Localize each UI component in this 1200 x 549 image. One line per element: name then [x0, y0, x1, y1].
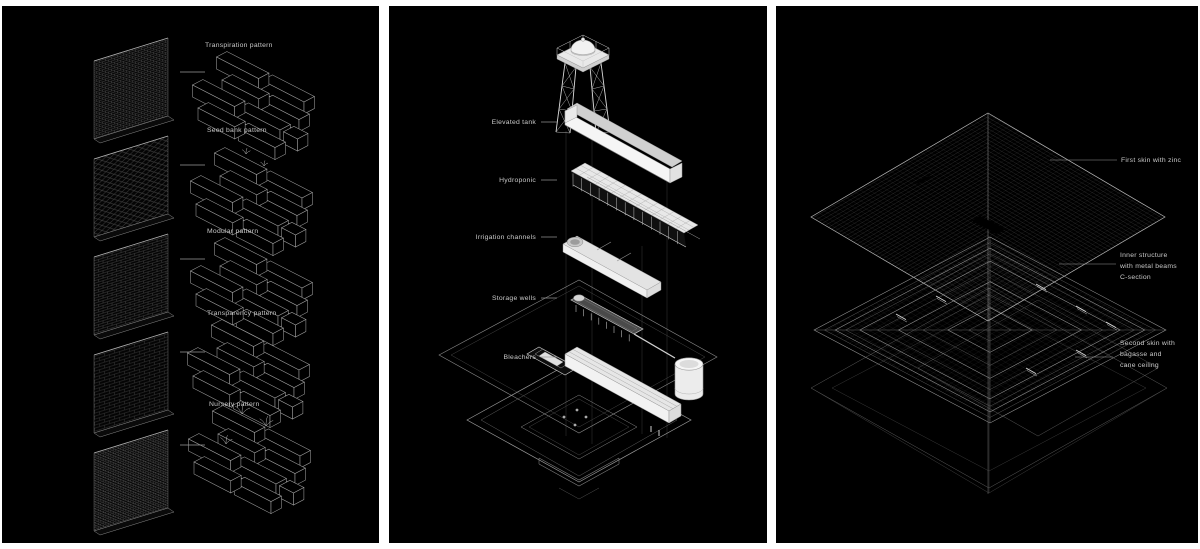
roof-layers-drawing: First skin with zinc Inner structure wit… — [810, 112, 1181, 494]
roof-slit — [914, 175, 932, 185]
label-first-skin: First skin with zinc — [1121, 157, 1181, 164]
label-nursery-pattern: Nursery pattern — [209, 401, 260, 408]
bleachers — [526, 346, 682, 436]
label-inner-structure-2: with metal beams — [1119, 263, 1177, 270]
label-hydroponic: Hydroponic — [499, 177, 536, 184]
label-second-skin-1: Second skin with — [1120, 340, 1175, 347]
exploded-axon-drawing: Elevated tank Hydroponic Irrigation chan… — [438, 34, 718, 500]
pattern-slab-stack — [93, 37, 175, 536]
feed-pipe — [633, 333, 676, 359]
label-inner-structure-1: Inner structure — [1120, 252, 1168, 259]
panel-exploded-axonometric: Elevated tank Hydroponic Irrigation chan… — [389, 6, 767, 543]
label-transpiration-pattern: Transpiration pattern — [205, 42, 273, 49]
hydroponic-rack — [570, 162, 701, 248]
labels: Elevated tank Hydroponic Irrigation chan… — [476, 119, 557, 361]
storage-wells — [570, 294, 676, 359]
label-transparency-pattern: Transparency pattern — [207, 310, 276, 317]
labels: First skin with zinc Inner structure wit… — [1050, 157, 1181, 369]
label-seed-bank-pattern: Seed bank pattern — [207, 127, 267, 134]
label-second-skin-2: bagasse and — [1120, 351, 1162, 358]
roof-opening — [972, 216, 1005, 234]
panel-facade-patterns: Transpiration pattern Seed bank pattern … — [2, 6, 379, 543]
panel-roof-layers: First skin with zinc Inner structure wit… — [776, 6, 1198, 543]
label-elevated-tank: Elevated tank — [492, 119, 537, 126]
label-irrigation-channels: Irrigation channels — [476, 234, 537, 241]
ground-plane — [438, 279, 718, 500]
tank-dome — [570, 39, 596, 55]
first-skin-layer — [810, 112, 1166, 322]
irrigation-channel — [562, 235, 662, 299]
label-storage-wells: Storage wells — [492, 295, 536, 302]
facade-patterns-drawing: Transpiration pattern Seed bank pattern … — [93, 37, 315, 536]
label-inner-structure-3: C-section — [1120, 274, 1151, 281]
label-modular-pattern: Modular pattern — [207, 228, 258, 235]
footing-dots — [562, 408, 588, 427]
elevated-tank — [564, 102, 683, 184]
pattern-labels: Transpiration pattern Seed bank pattern … — [180, 42, 276, 446]
pattern-brick-clusters — [186, 51, 315, 515]
water-cylinder — [674, 357, 704, 401]
label-second-skin-3: cane ceiling — [1120, 362, 1159, 369]
label-bleachers: Bleachers — [504, 354, 537, 361]
inner-structure-layer — [813, 236, 1167, 424]
